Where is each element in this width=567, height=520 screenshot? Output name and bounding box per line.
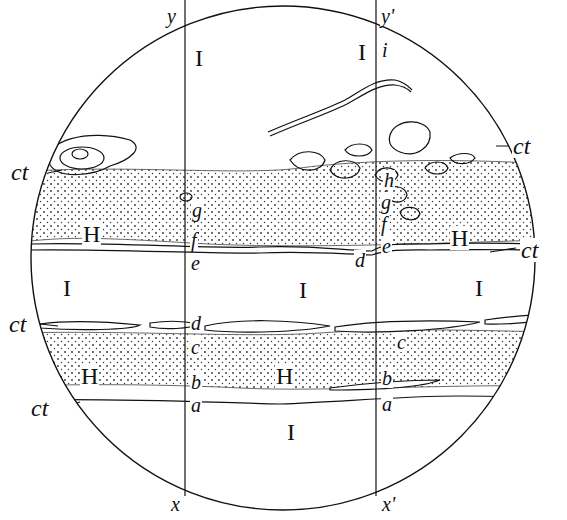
region-label: I: [194, 46, 204, 70]
region-label: I: [474, 276, 484, 300]
region-label: g: [380, 192, 392, 212]
region-label: H: [82, 222, 101, 246]
region-label: H: [80, 364, 99, 388]
region-label: I: [357, 40, 367, 64]
region-label: x: [170, 494, 181, 514]
region-label: c: [190, 337, 201, 357]
region-label: e: [381, 236, 392, 256]
region-label: ct: [8, 312, 27, 336]
region-label: ct: [512, 134, 531, 158]
region-label: y: [166, 6, 177, 26]
region-label: H: [450, 226, 469, 250]
region-label: f: [380, 214, 388, 234]
region-label: b: [381, 368, 393, 388]
region-label: ct: [30, 396, 49, 420]
region-label: y': [380, 6, 395, 26]
region-label: H: [275, 364, 294, 388]
region-label: i: [381, 40, 389, 60]
region-label: I: [62, 276, 72, 300]
region-label: I: [286, 420, 296, 444]
region-label: I: [298, 278, 308, 302]
region-label: d: [190, 313, 202, 333]
region-label: f: [190, 230, 198, 250]
region-label: b: [190, 372, 202, 392]
region-label: h: [383, 170, 395, 190]
region-label: a: [381, 394, 393, 414]
region-label: x': [381, 494, 396, 514]
region-label: ct: [520, 238, 539, 262]
region-label: e: [190, 253, 201, 273]
region-label: g: [191, 200, 203, 220]
region-label: c: [396, 332, 407, 352]
region-label: d: [354, 250, 366, 270]
region-label: ct: [10, 160, 29, 184]
region-label: a: [190, 395, 202, 415]
